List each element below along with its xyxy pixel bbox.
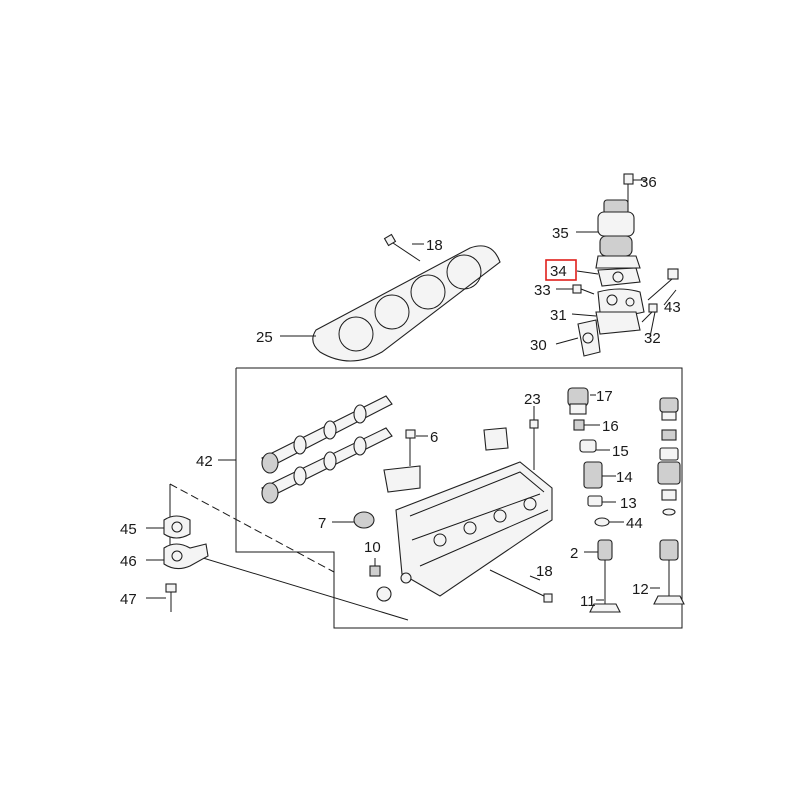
callout-17[interactable]: 17	[596, 388, 613, 405]
callout-16[interactable]: 16	[602, 418, 619, 435]
callout-25[interactable]: 25	[256, 329, 273, 346]
callout-10[interactable]: 10	[364, 539, 381, 556]
callout-14[interactable]: 14	[616, 469, 633, 486]
callout-12[interactable]: 12	[632, 581, 649, 598]
head-gasket	[280, 233, 501, 362]
callout-46[interactable]: 46	[120, 553, 137, 570]
camshafts	[261, 395, 393, 504]
cylinder-head-group	[169, 367, 685, 629]
callout-36[interactable]: 36	[640, 174, 657, 191]
callout-32[interactable]: 32	[644, 330, 661, 347]
callout-35[interactable]: 35	[552, 225, 569, 242]
callout-18-upper[interactable]: 18	[426, 237, 443, 254]
callout-11[interactable]: 11	[580, 593, 596, 610]
callout-15[interactable]: 15	[612, 443, 629, 460]
callout-47[interactable]: 47	[120, 591, 137, 608]
callout-43[interactable]: 43	[664, 299, 681, 316]
callout-6[interactable]: 6	[430, 429, 438, 446]
callout-44[interactable]: 44	[626, 515, 643, 532]
callout-30[interactable]: 30	[530, 337, 547, 354]
callout-23[interactable]: 23	[524, 391, 541, 408]
callout-18-lower[interactable]: 18	[536, 563, 553, 580]
egr-valve-assembly	[555, 173, 679, 357]
valve-train	[567, 387, 685, 613]
callout-13[interactable]: 13	[620, 495, 637, 512]
callout-labels: 36 35 34 33 31 30 43 32 18 25 42 23 17 6…	[120, 174, 681, 610]
callout-7[interactable]: 7	[318, 515, 326, 532]
callout-42[interactable]: 42	[196, 453, 213, 470]
callout-31[interactable]: 31	[550, 307, 567, 324]
callout-2[interactable]: 2	[570, 545, 578, 562]
callout-34[interactable]: 34	[550, 263, 567, 280]
callout-45[interactable]: 45	[120, 521, 137, 538]
thermostat-housing-parts	[146, 515, 209, 612]
highlight-box	[545, 259, 577, 281]
callout-33[interactable]: 33	[534, 282, 551, 299]
